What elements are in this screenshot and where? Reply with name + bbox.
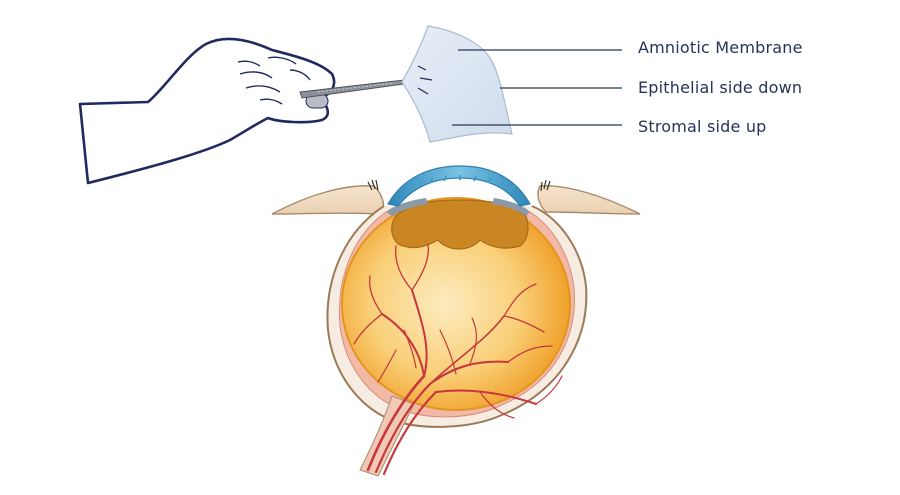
- upper-eyelid-right: [537, 185, 641, 215]
- leader-lines: [452, 49, 622, 126]
- upper-eyelid-left: [271, 185, 385, 215]
- membrane-sheet: [401, 25, 513, 143]
- label-stromal-side: Stromal side up: [638, 117, 767, 136]
- label-epithelial-side: Epithelial side down: [638, 78, 803, 97]
- lens: [391, 199, 529, 250]
- label-amniotic-membrane: Amniotic Membrane: [638, 38, 803, 57]
- hand-outline: [78, 37, 336, 185]
- eyelids: [271, 179, 641, 215]
- hand-with-forceps-icon: [78, 37, 405, 185]
- amniotic-membrane-icon: [401, 25, 513, 143]
- retinal-vessels: [353, 243, 563, 476]
- cornea: [387, 165, 531, 207]
- eyeball-cross-section-icon: [326, 165, 588, 477]
- vitreous-body: [341, 197, 571, 411]
